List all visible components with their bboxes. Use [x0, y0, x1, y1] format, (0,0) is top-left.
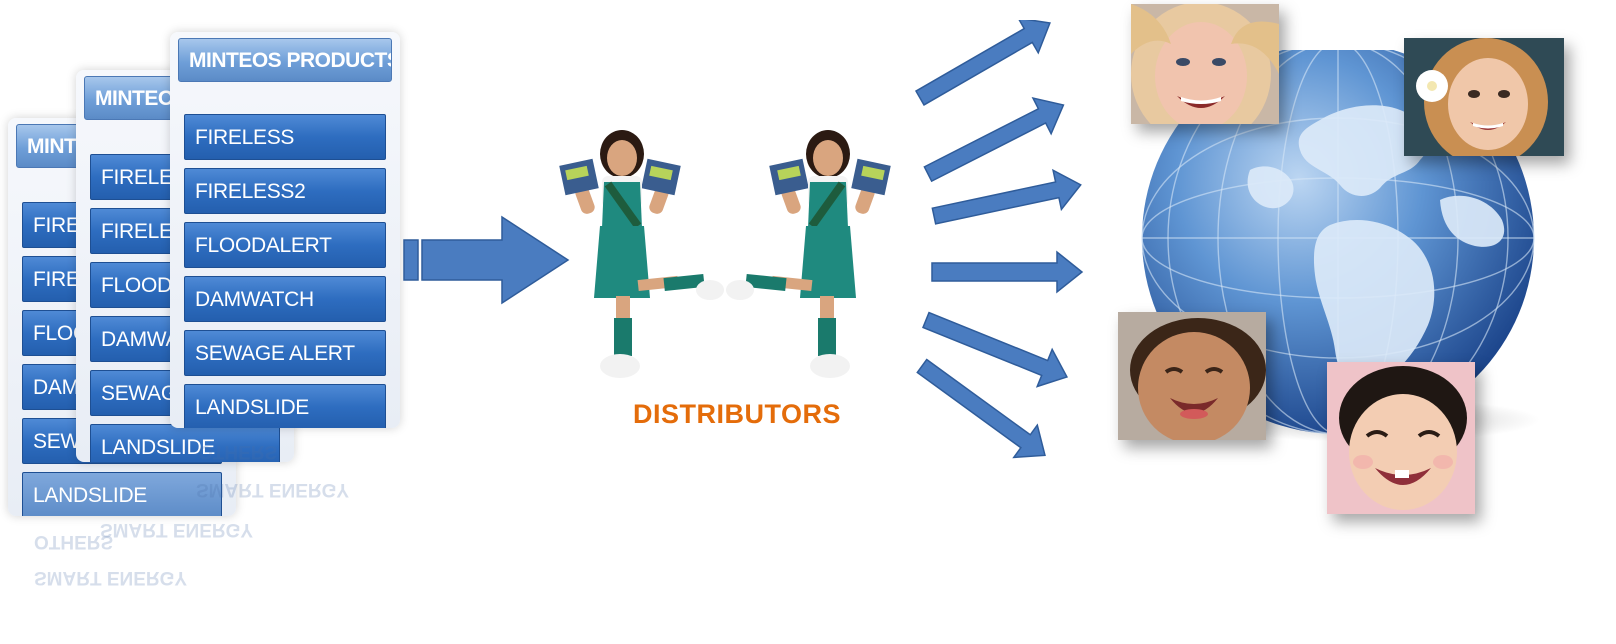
- right-arrow-icon: [916, 358, 1046, 459]
- product-item-fireless2[interactable]: FIRELESS2: [184, 168, 386, 214]
- product-item-damwatch[interactable]: DAMWATCH: [184, 276, 386, 322]
- child-face-photo: [1327, 362, 1475, 514]
- product-item-floodalert[interactable]: FLOODALERT: [184, 222, 386, 268]
- fan-arrows: [914, 20, 1084, 459]
- child-face-photo: [1404, 38, 1564, 156]
- right-arrow-icon: [931, 168, 1082, 225]
- reflection-text: SMART ENERGY: [196, 479, 350, 500]
- reflection-text: OTHERS: [198, 441, 278, 462]
- right-arrow-icon: [923, 96, 1065, 183]
- product-item-sewage-alert[interactable]: SEWAGE ALERT: [184, 330, 386, 376]
- product-item-fireless[interactable]: FIRELESS: [184, 114, 386, 160]
- product-list: FIRELESS FIRELESS2 FLOODALERT DAMWATCH S…: [178, 114, 392, 428]
- product-item-landslide[interactable]: LANDSLIDE: [184, 384, 386, 428]
- right-arrow-icon: [922, 311, 1069, 388]
- distributor-girl-figure: [559, 130, 724, 378]
- distributor-girl-figure: [726, 130, 891, 378]
- product-card-title: MINTEOS PRODUCTS: [178, 38, 392, 82]
- reflection-text: SMART ENERGY: [34, 567, 188, 588]
- product-middle-item[interactable]: LANDSLIDE: [90, 424, 280, 462]
- child-face-photo: [1131, 4, 1279, 124]
- right-arrow-icon: [931, 250, 1084, 294]
- reflection-text: SMART ENERGY: [100, 519, 254, 540]
- right-arrow-icon: [914, 20, 1051, 106]
- right-arrow-icon: [403, 215, 570, 305]
- child-face-photo: [1118, 312, 1266, 440]
- product-back-item[interactable]: LANDSLIDE: [22, 472, 222, 516]
- product-card-front: MINTEOS PRODUCTS FIRELESS FIRELESS2 FLOO…: [170, 32, 400, 428]
- distributors-label: DISTRIBUTORS: [633, 399, 842, 429]
